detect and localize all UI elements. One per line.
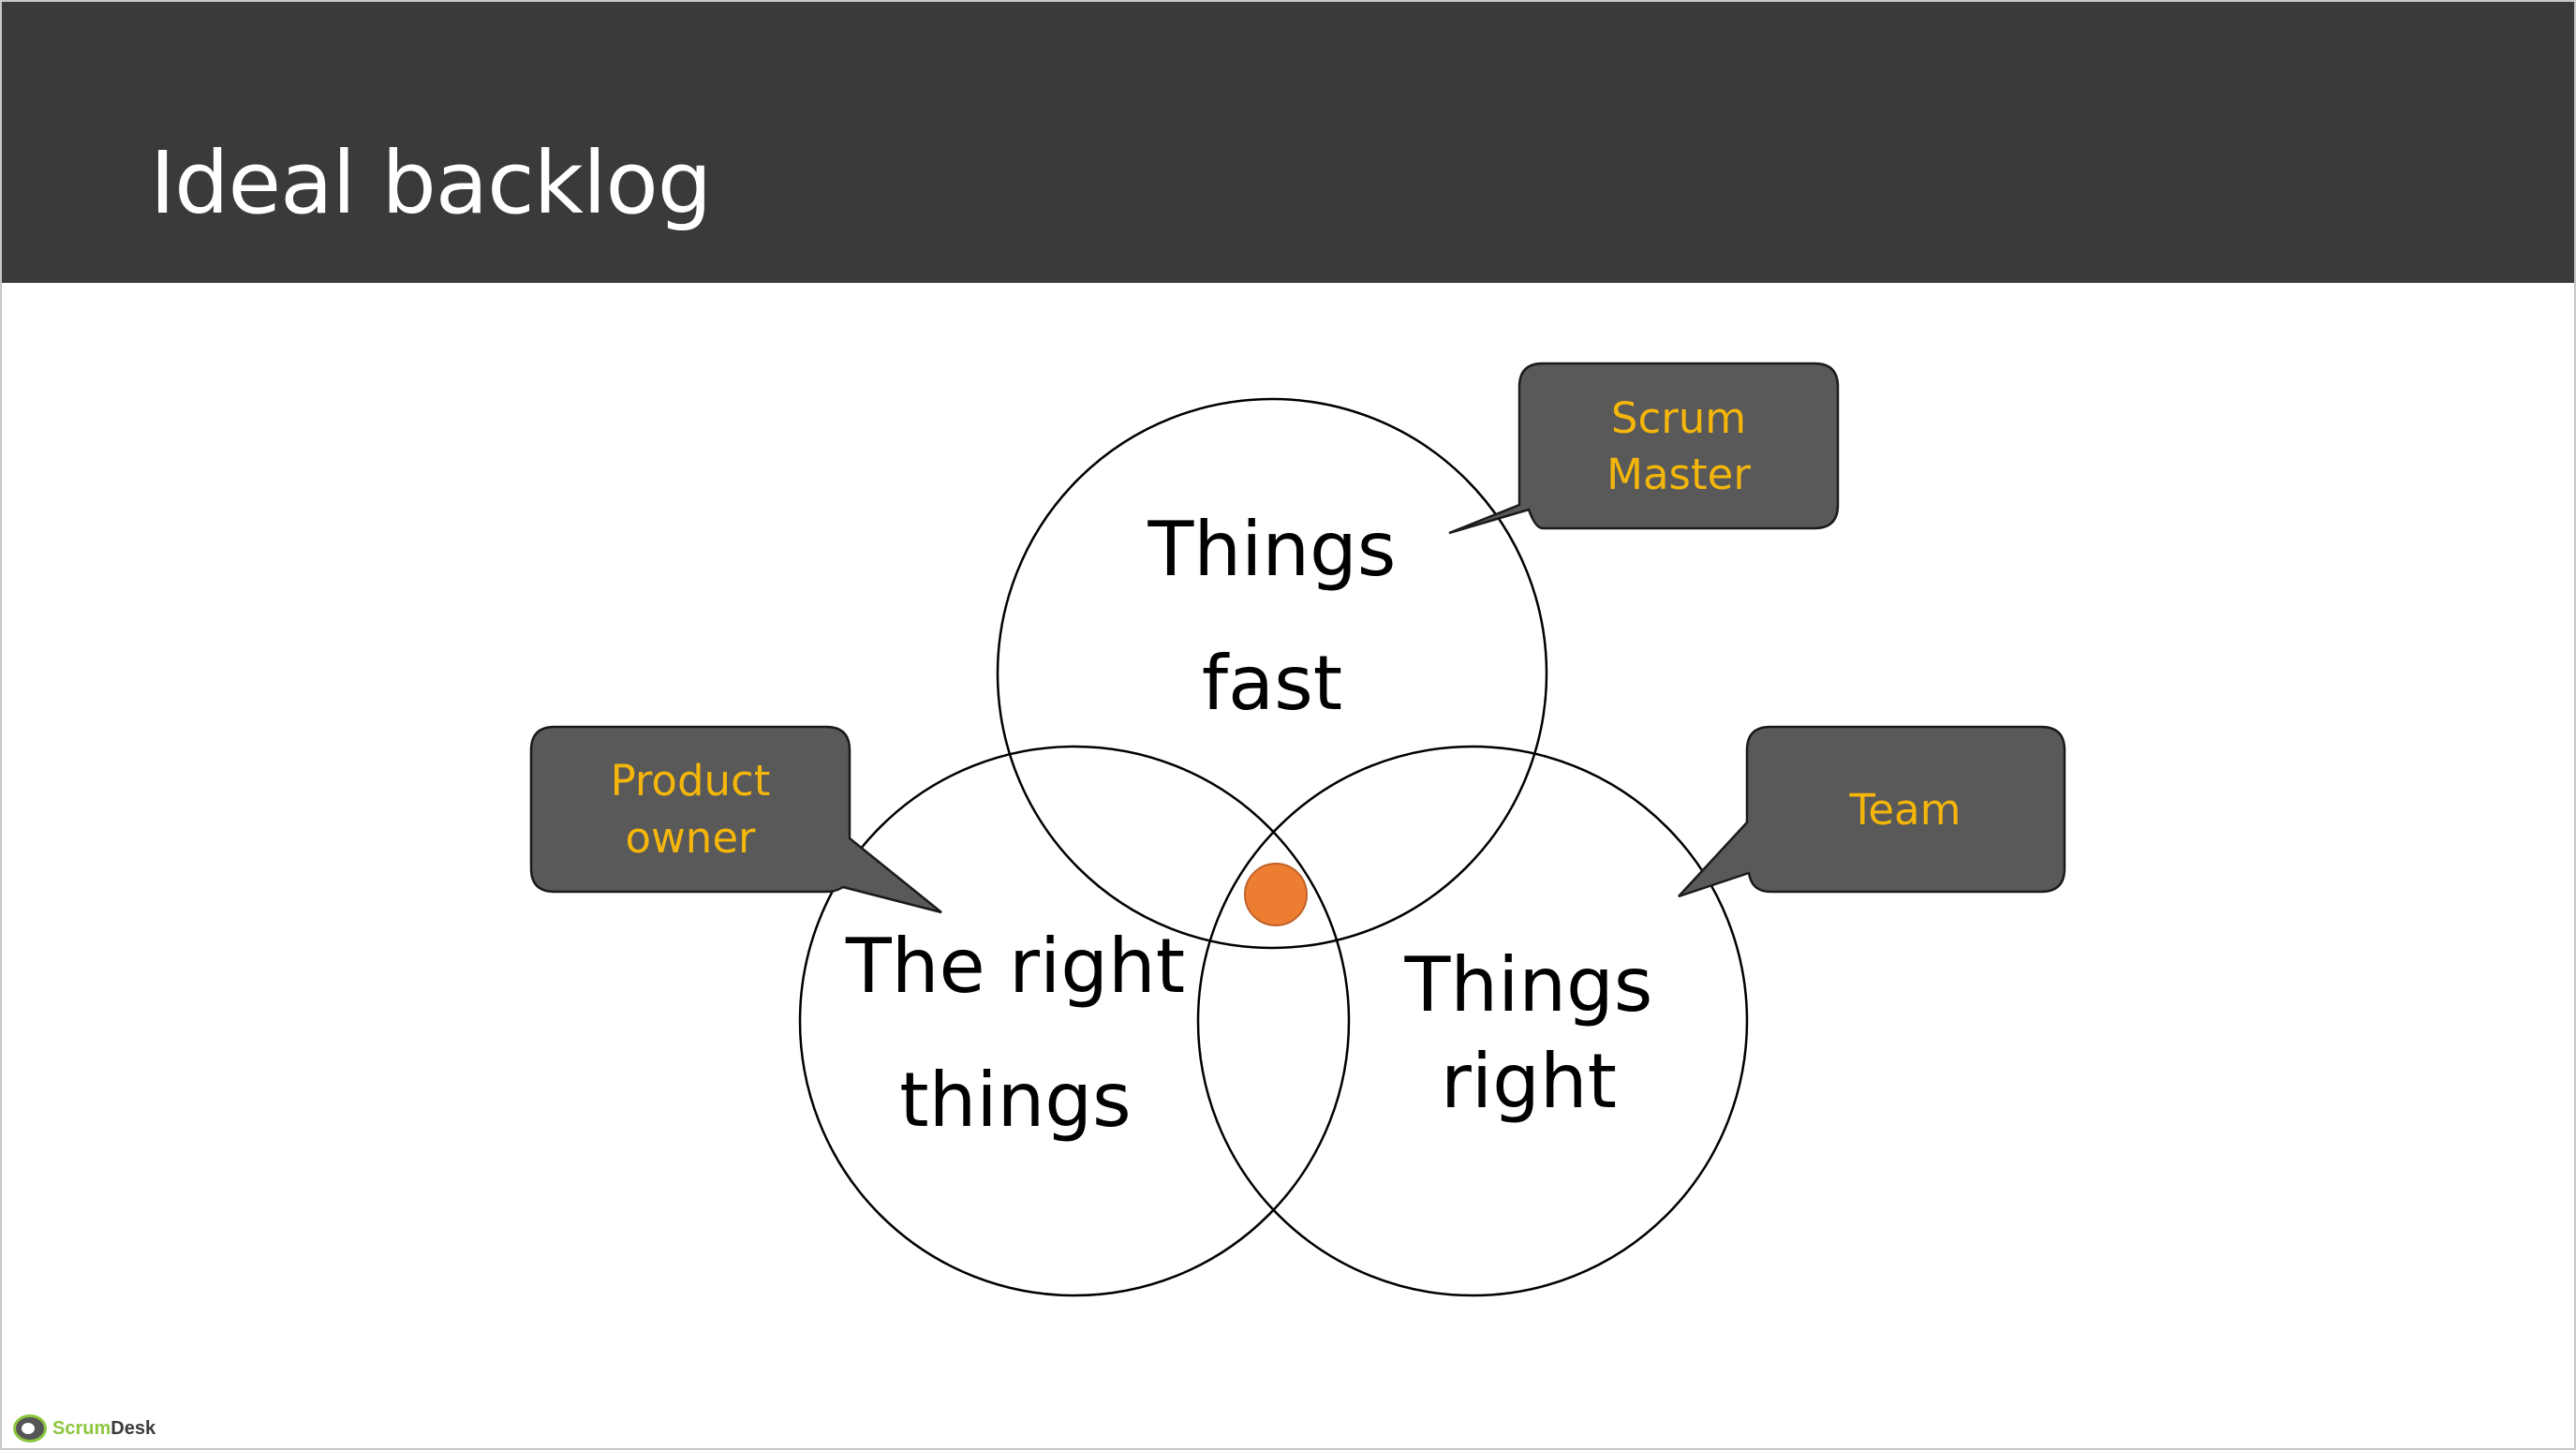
circle-label-things-right-line1: Things	[1404, 941, 1653, 1028]
intersection-dot	[1244, 863, 1308, 926]
circle-label-things-right-line2: right	[1441, 1038, 1617, 1125]
circle-things-right	[1196, 745, 1749, 1297]
slide-title: Ideal backlog	[150, 133, 712, 233]
callout-product-owner-line1: Product	[611, 756, 771, 806]
callout-team	[1678, 725, 2066, 898]
callout-scrum-master	[1448, 362, 1840, 535]
circle-things-fast	[996, 397, 1548, 950]
scrumdesk-logo-icon	[13, 1414, 47, 1443]
scrumdesk-logo-text: ScrumDesk	[52, 1417, 156, 1439]
circle-label-right-things-line2: things	[899, 1057, 1131, 1144]
callout-scrum-master-line2: Master	[1606, 450, 1751, 499]
callout-product-owner	[529, 725, 942, 914]
circle-label-right-things-line1: The right	[845, 923, 1185, 1010]
scrumdesk-logo: ScrumDesk	[13, 1414, 155, 1443]
circle-the-right-things	[798, 745, 1351, 1297]
title-bar	[2, 2, 2574, 283]
callout-team-line1: Team	[1849, 785, 1962, 835]
circle-label-fast-line1: Things	[1147, 506, 1397, 593]
callout-product-owner-line2: owner	[625, 813, 756, 863]
callout-scrum-master-line1: Scrum	[1611, 393, 1746, 443]
circle-label-fast-line2: fast	[1202, 640, 1342, 727]
